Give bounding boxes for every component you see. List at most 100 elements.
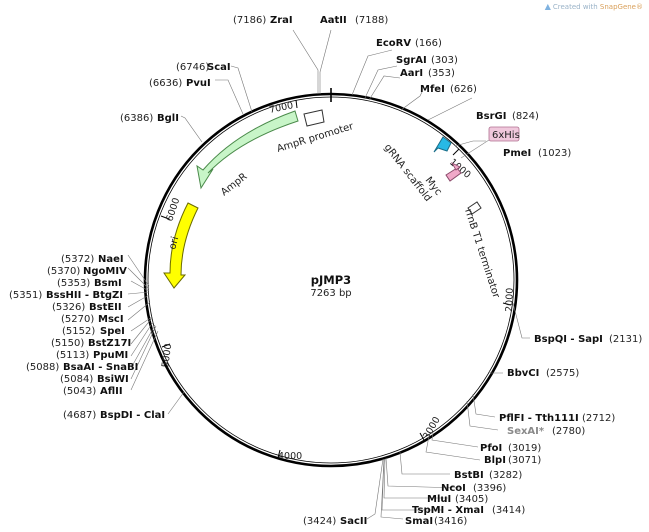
site-aatii-pos: (7188) bbox=[355, 15, 388, 26]
site-bsmi-pos: (5353) bbox=[57, 278, 90, 289]
site-leader-lines bbox=[127, 29, 530, 520]
grna-scaffold-arrow bbox=[433, 136, 452, 153]
myc-arrow bbox=[445, 167, 462, 182]
plasmid-size: 7263 bp bbox=[310, 288, 351, 299]
site-msci-name[interactable]: MscI bbox=[98, 314, 124, 325]
his-label: 6xHis bbox=[492, 130, 520, 141]
site-tspmi-name[interactable]: TspMI - XmaI bbox=[412, 505, 484, 516]
site-msci-pos: (5270) bbox=[61, 314, 94, 325]
site-mfei-name[interactable]: MfeI bbox=[420, 84, 445, 95]
his-callout-line bbox=[460, 139, 490, 159]
site-pfoi-pos: (3019) bbox=[508, 443, 541, 454]
site-bsmi-name[interactable]: BsmI bbox=[94, 278, 122, 289]
site-naei-name[interactable]: NaeI bbox=[98, 254, 124, 265]
his-tick bbox=[450, 162, 461, 171]
site-smai-pos: (3416) bbox=[434, 516, 467, 527]
plasmid-name: pJMP3 bbox=[311, 273, 351, 287]
site-bspdi-name[interactable]: BspDI - ClaI bbox=[100, 410, 165, 421]
site-sacii-name[interactable]: SacII bbox=[340, 516, 367, 527]
site-bspdi-pos: (4687) bbox=[63, 410, 96, 421]
site-bsteii-pos: (5326) bbox=[52, 302, 85, 313]
tick-2000: 2000 bbox=[504, 288, 516, 313]
his-callout-box bbox=[488, 126, 520, 142]
ori-label: ori bbox=[167, 235, 181, 250]
site-mlui-pos: (3405) bbox=[455, 494, 488, 505]
site-bbvci-name[interactable]: BbvCI bbox=[507, 368, 539, 379]
ampr-promoter-arrow bbox=[303, 109, 325, 127]
site-bsshii-pos: (5351) bbox=[9, 290, 42, 301]
site-ecorv-pos: (166) bbox=[415, 38, 442, 49]
site-bsrgi-pos: (824) bbox=[512, 111, 539, 122]
site-pmei-pos: (1023) bbox=[538, 148, 571, 159]
credit-brand: SnapGene® bbox=[599, 3, 643, 11]
site-pvui-pos: (6636) bbox=[149, 78, 182, 89]
site-ngomiv-pos: (5370) bbox=[47, 266, 80, 277]
site-aflii-name[interactable]: AflII bbox=[100, 386, 123, 397]
ampr-arrow bbox=[196, 110, 299, 190]
site-bsrgi-name[interactable]: BsrGI bbox=[476, 111, 506, 122]
rrnb-terminator-box bbox=[467, 201, 482, 215]
site-pfoi-name[interactable]: PfoI bbox=[480, 443, 502, 454]
site-tspmi-pos: (3414) bbox=[492, 505, 525, 516]
site-sgrai-pos: (303) bbox=[431, 55, 458, 66]
site-ecorv-name[interactable]: EcoRV bbox=[376, 38, 411, 49]
site-spei-pos: (5152) bbox=[62, 326, 95, 337]
grna-scaffold-label: gRNA scaffold bbox=[382, 142, 434, 204]
site-bsiwi-pos: (5084) bbox=[60, 374, 93, 385]
site-zrai-name[interactable]: ZraI bbox=[270, 15, 293, 26]
ampr-label: AmpR bbox=[219, 171, 249, 198]
site-naei-pos: (5372) bbox=[61, 254, 94, 265]
snapgene-logo-icon: ▲ bbox=[544, 2, 551, 11]
site-aari-name[interactable]: AarI bbox=[400, 68, 423, 79]
site-aatii-name[interactable]: AatII bbox=[320, 15, 347, 26]
site-bsshii-name[interactable]: BssHII - BtgZI bbox=[46, 290, 123, 301]
snapgene-credit: ▲Created with SnapGene® bbox=[545, 2, 643, 11]
tick-4000: 4000 bbox=[278, 451, 302, 462]
site-pvui-name[interactable]: PvuI bbox=[186, 78, 211, 89]
site-blpi-name[interactable]: BlpI bbox=[484, 455, 506, 466]
site-bstbi-pos: (3282) bbox=[489, 470, 522, 481]
site-bsteii-name[interactable]: BstEII bbox=[89, 302, 122, 313]
site-mfei-pos: (626) bbox=[450, 84, 477, 95]
site-bgli-name[interactable]: BglI bbox=[157, 113, 179, 124]
site-bspqi-name[interactable]: BspQI - SapI bbox=[534, 334, 603, 345]
site-pmei-name[interactable]: PmeI bbox=[503, 148, 531, 159]
site-aari-pos: (353) bbox=[428, 68, 455, 79]
site-zrai-pos: (7186) bbox=[233, 15, 266, 26]
site-scai-name[interactable]: ScaI bbox=[207, 62, 231, 73]
site-bgli-pos: (6386) bbox=[120, 113, 153, 124]
site-ncoi-pos: (3396) bbox=[473, 483, 506, 494]
site-ppumi-name[interactable]: PpuMI bbox=[93, 350, 128, 361]
rrnb-terminator-label: rrnB T1 terminator bbox=[462, 208, 501, 301]
site-sexai-name[interactable]: SexAI* bbox=[507, 426, 545, 437]
ori-arrow bbox=[163, 202, 199, 289]
site-sacii-pos: (3424) bbox=[303, 516, 336, 527]
site-sgrai-name[interactable]: SgrAI bbox=[396, 55, 427, 66]
site-ppumi-pos: (5113) bbox=[56, 350, 89, 361]
site-sexai-pos: (2780) bbox=[552, 426, 585, 437]
site-pflfi-pos: (2712) bbox=[582, 413, 615, 424]
site-ngomiv-name[interactable]: NgoMIV bbox=[83, 266, 127, 277]
tick-6000: 6000 bbox=[164, 197, 182, 223]
bp-ticks bbox=[160, 99, 512, 459]
site-bstbi-name[interactable]: BstBI bbox=[454, 470, 484, 481]
site-scai-pos: (6746) bbox=[176, 62, 209, 73]
tick-5000: 5000 bbox=[160, 343, 174, 368]
site-bstz17i-pos: (5150) bbox=[51, 338, 84, 349]
site-aflii-pos: (5043) bbox=[63, 386, 96, 397]
site-bspqi-pos: (2131) bbox=[609, 334, 642, 345]
site-spei-name[interactable]: SpeI bbox=[100, 326, 125, 337]
site-bbvci-pos: (2575) bbox=[546, 368, 579, 379]
site-bsaai-pos: (5088) bbox=[26, 362, 59, 373]
site-bstz17i-name[interactable]: BstZ17I bbox=[88, 338, 131, 349]
credit-prefix: Created with bbox=[552, 3, 600, 11]
site-mlui-name[interactable]: MluI bbox=[427, 494, 451, 505]
site-bsiwi-name[interactable]: BsiWI bbox=[97, 374, 129, 385]
site-bsaai-name[interactable]: BsaAI - SnaBI bbox=[63, 362, 138, 373]
tick-7000: 7000 bbox=[268, 100, 294, 116]
site-ncoi-name[interactable]: NcoI bbox=[441, 483, 466, 494]
site-smai-name[interactable]: SmaI bbox=[405, 516, 433, 527]
site-pflfi-name[interactable]: PflFI - Tth111I bbox=[499, 413, 579, 424]
site-blpi-pos: (3071) bbox=[508, 455, 541, 466]
